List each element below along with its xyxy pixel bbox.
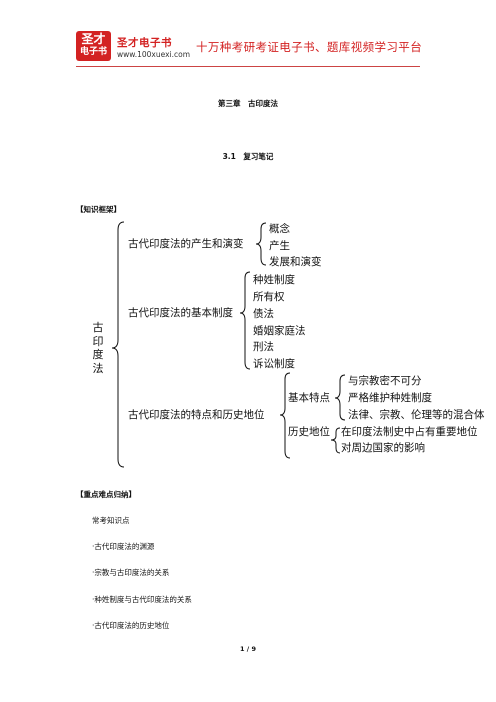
tree-root-char: 古	[92, 321, 104, 334]
list-item: ·古代印度法的历史地位	[92, 621, 170, 630]
list-item: ·种姓制度与古代印度法的关系	[92, 595, 192, 604]
logo-text-top: 圣才	[81, 32, 106, 46]
tree-root-char: 度	[92, 348, 104, 361]
chapter-title: 第三章 古印度法	[218, 99, 278, 108]
tree-branch-origin: 古代印度法的产生和演变	[128, 238, 244, 250]
tree-branch-features-status: 古代印度法的特点和历史地位	[128, 409, 265, 421]
tree-sub-features: 基本特点	[288, 392, 330, 404]
tree-root: 古 印 度 法	[91, 321, 105, 375]
keypoints-heading: 常考知识点	[92, 516, 130, 525]
tree-sub-status: 历史地位	[288, 426, 330, 438]
tree-leaf: 在印度法制史中占有重要地位	[341, 426, 478, 438]
tree-leaf: 刑法	[253, 341, 274, 353]
brace-branch-1	[255, 222, 267, 266]
framework-label: 【知识框架】	[76, 205, 121, 214]
header-slogan: 十万种考研考证电子书、题库视频学习平台	[196, 40, 423, 54]
tree-leaf: 种姓制度	[253, 274, 295, 286]
logo-text-bottom: 电子书	[79, 47, 107, 57]
section-title: 3.1 复习笔记	[222, 152, 274, 161]
tree-leaf: 所有权	[253, 291, 285, 303]
brand-logo: 圣才 电子书	[76, 31, 111, 61]
tree-root-char: 印	[92, 334, 104, 348]
tree-leaf: 产生	[269, 240, 290, 252]
page-number: 1 / 9	[240, 645, 256, 653]
list-item: ·宗教与古印度法的关系	[92, 568, 170, 577]
brace-branch-2	[239, 271, 251, 370]
tree-leaf: 债法	[253, 308, 274, 320]
brace-features	[334, 374, 346, 421]
root-brace	[111, 221, 125, 468]
tree-branch-systems: 古代印度法的基本制度	[128, 307, 233, 319]
tree-leaf: 对周边国家的影响	[341, 442, 425, 454]
tree-leaf: 发展和演变	[269, 256, 322, 268]
tree-leaf: 与宗教密不可分	[348, 375, 422, 387]
keypoints-label: 【重点难点归纳】	[76, 490, 136, 499]
brace-status	[330, 427, 341, 454]
brand-url[interactable]: www.100xuexi.com	[117, 50, 191, 59]
tree-leaf: 诉讼制度	[253, 358, 295, 370]
tree-leaf: 概念	[269, 223, 290, 235]
tree-root-char: 法	[92, 361, 104, 375]
tree-leaf: 法律、宗教、伦理等的混合体	[348, 409, 485, 421]
header-divider	[76, 66, 420, 67]
tree-leaf: 婚姻家庭法	[253, 325, 306, 337]
list-item: ·古代印度法的渊源	[92, 542, 155, 551]
brand-name: 圣才电子书	[117, 37, 172, 49]
brace-branch-3	[279, 372, 291, 459]
tree-leaf: 严格维护种姓制度	[348, 392, 432, 404]
